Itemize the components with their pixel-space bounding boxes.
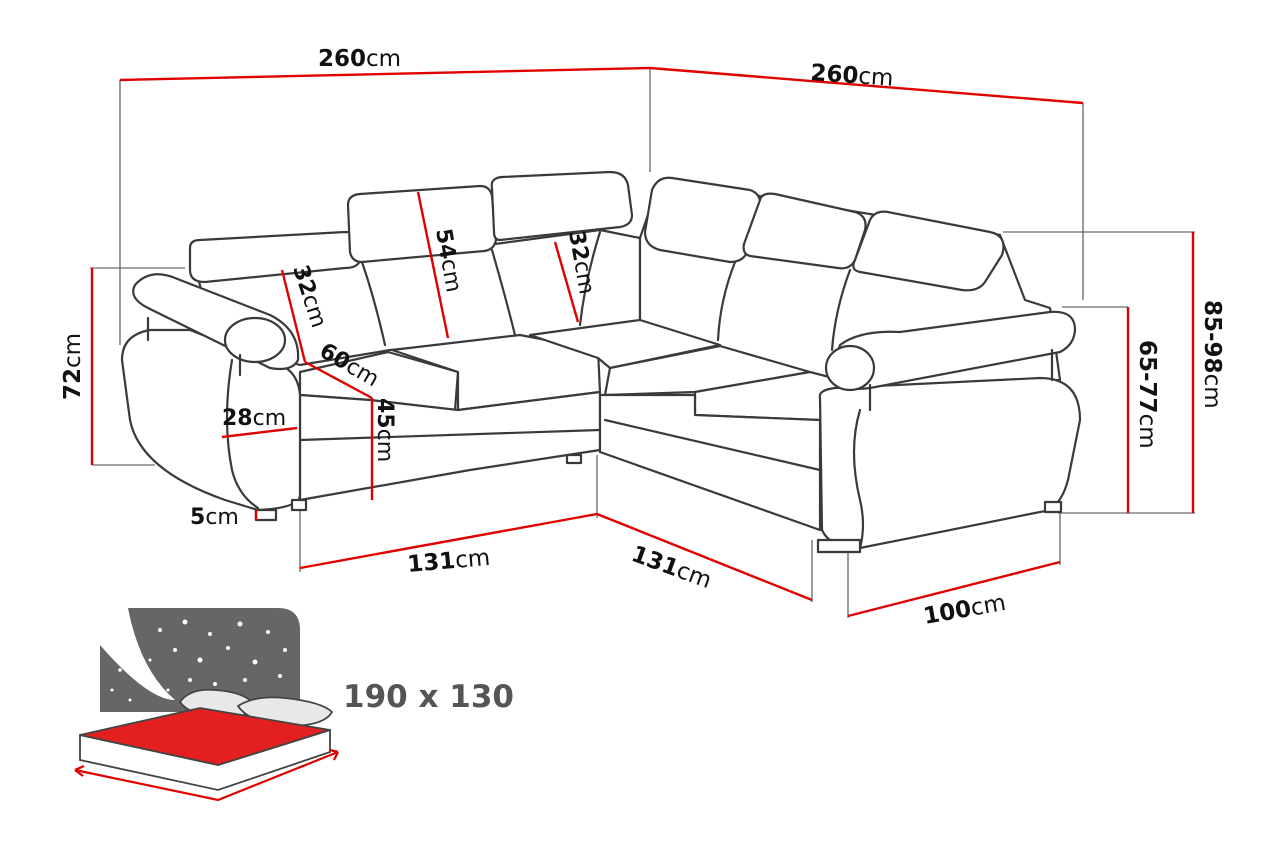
right-arm-roll (824, 344, 876, 392)
dimension-lines (90, 66, 1195, 618)
left-headrest-3 (490, 170, 634, 242)
bed-dimension-arrow (74, 748, 339, 802)
label-right-inner-height: 65-77cm (1134, 340, 1160, 449)
left-arm-roll (223, 316, 287, 364)
label-leg-height: 5cm (190, 505, 239, 530)
label-seat-height: 45cm (372, 398, 397, 462)
label-headrest-right: 32cm (563, 229, 599, 297)
left-foot (254, 508, 278, 522)
right-headrest-3 (852, 210, 1005, 292)
mattress-top (79, 707, 331, 766)
left-armrest (120, 328, 302, 512)
label-armrest-width: 28cm (222, 406, 286, 431)
corner-sofa (120, 170, 1082, 554)
bed-icon: 190 x 130 (74, 608, 514, 802)
bed-size-label: 190 x 130 (343, 679, 514, 715)
label-bottom-left: 131cm (406, 545, 491, 578)
left-front-panel (298, 390, 602, 502)
label-bottom-right: 100cm (922, 590, 1008, 630)
right-headrest-2 (742, 192, 867, 270)
label-right-outer-height: 85-98cm (1199, 300, 1225, 409)
right-armrest (818, 376, 1082, 550)
right-back-foot (1043, 500, 1063, 514)
right-foot (816, 538, 862, 554)
extension-lines (90, 68, 1195, 618)
mid-foot-right (565, 453, 583, 465)
label-top-left: 260cm (318, 46, 401, 72)
label-top-right: 260cm (810, 60, 895, 92)
mid-foot-left (290, 498, 308, 512)
label-left-height: 72cm (60, 333, 86, 400)
left-headrest-2 (346, 184, 498, 264)
label-headrest-mid: 54cm (430, 227, 466, 295)
label-bottom-mid: 131cm (628, 541, 715, 594)
